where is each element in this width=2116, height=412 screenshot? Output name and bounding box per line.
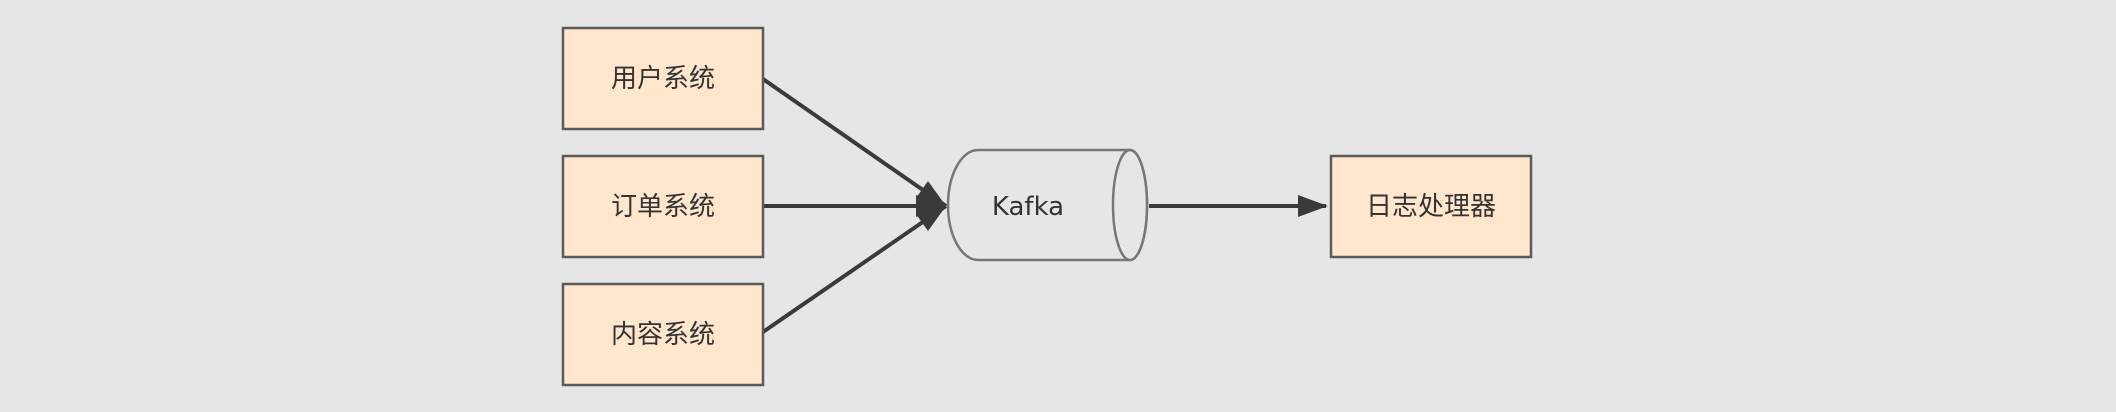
node-box: [561, 154, 765, 259]
node-label: 用户系统: [611, 64, 715, 94]
node-label: 订单系统: [611, 192, 715, 222]
node-kafka[interactable]: Kafka: [946, 148, 1149, 262]
node-content-system[interactable]: 内容系统: [561, 282, 765, 387]
edges: [761, 77, 1328, 334]
node-order-system[interactable]: 订单系统: [561, 154, 765, 259]
cylinder-end-cap: [1111, 148, 1149, 262]
arrowhead-content-to-kafka: [916, 206, 946, 231]
node-user-system[interactable]: 用户系统: [561, 26, 765, 131]
node-box: [561, 282, 765, 387]
node-box: [1329, 154, 1533, 259]
node-box: [561, 26, 765, 131]
node-label: 日志处理器: [1366, 192, 1496, 222]
node-label: 内容系统: [611, 320, 715, 350]
node-log-processor[interactable]: 日志处理器: [1329, 154, 1533, 259]
edge-content-to-kafka: [761, 204, 948, 334]
arrowhead-order-to-kafka: [916, 195, 946, 217]
edge-user-to-kafka: [761, 77, 948, 208]
arrowhead-kafka-to-log: [1298, 195, 1328, 217]
node-label: Kafka: [992, 192, 1064, 222]
